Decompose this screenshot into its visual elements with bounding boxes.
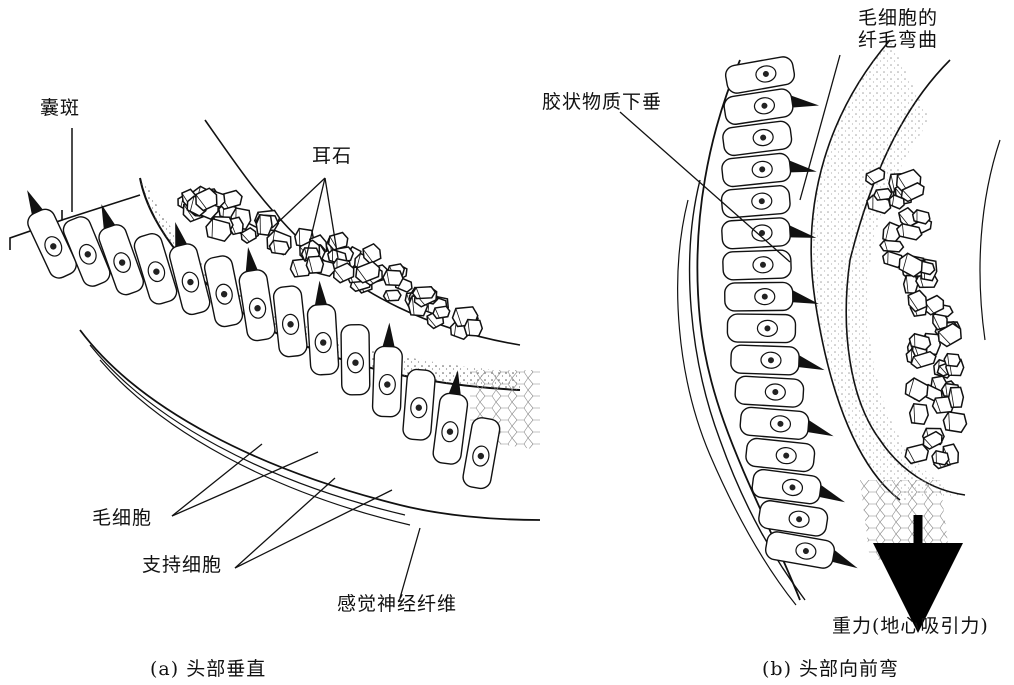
hair-bundle	[242, 246, 258, 272]
panel-a-head-upright	[10, 120, 540, 598]
otolith-crystal	[383, 270, 404, 285]
epithelial-cell	[725, 282, 819, 311]
caption-panel-b: (b) 头部向前弯	[762, 654, 899, 681]
label-otoliths: 耳石	[312, 146, 352, 168]
otolith-crystal	[942, 411, 968, 433]
epithelial-cell	[735, 376, 805, 408]
caption-panel-a: (a) 头部垂直	[150, 654, 266, 681]
epithelial-cell	[402, 369, 436, 441]
otolith-crystal	[948, 387, 963, 407]
otolith-crystal	[269, 240, 290, 255]
epithelial-cell	[462, 416, 502, 490]
label-gravity: 重力(地心吸引力)	[832, 616, 989, 638]
epithelial-cell	[739, 407, 835, 443]
otolith-crystal	[464, 319, 483, 336]
epithelial-cell	[724, 55, 796, 94]
epithelial-cell	[757, 499, 828, 537]
label-macula: 囊斑	[40, 98, 80, 120]
hair-bundle	[789, 158, 816, 175]
hair-bundle	[808, 420, 835, 436]
label-supporting-cells: 支持细胞	[142, 555, 222, 577]
epithelial-cell	[727, 314, 795, 343]
epithelial-cell	[721, 185, 791, 218]
otolith-crystal	[902, 376, 931, 403]
epithelial-cell	[731, 345, 826, 376]
label-gel-sag: 胶状物质下垂	[542, 92, 662, 114]
otolith-crystal	[880, 240, 904, 252]
hair-bundle	[819, 485, 847, 502]
epithelial-cell	[372, 322, 403, 417]
otolith-crystal	[944, 353, 961, 366]
hair-bundle	[791, 92, 819, 110]
label-cilia-bending-line1: 毛细胞的	[858, 8, 938, 30]
hair-bundle	[799, 355, 825, 370]
epithelial-cell	[722, 120, 793, 156]
epithelial-cell	[745, 438, 816, 473]
otolith-crystal	[432, 306, 450, 319]
epithelial-cell	[273, 285, 308, 358]
panel-b-head-tilted-forward	[620, 40, 1000, 605]
hair-bundle	[22, 188, 43, 215]
epithelial-cell	[764, 530, 861, 574]
otolith-crystal	[412, 287, 435, 299]
hair-bundle	[383, 322, 396, 346]
label-hair-cells: 毛细胞	[92, 508, 152, 530]
epithelial-cell	[341, 325, 370, 395]
hair-bundle	[313, 280, 326, 305]
otolith-crystal	[903, 275, 918, 293]
label-cilia-bending: 毛细胞的 纤毛弯曲	[858, 8, 938, 52]
label-cilia-bending-line2: 纤毛弯曲	[858, 30, 938, 52]
otolith-crystal	[306, 256, 324, 273]
otolith-crystal	[383, 290, 401, 301]
epithelial-cell	[203, 254, 244, 328]
epithelial-cell	[305, 280, 339, 376]
label-sensory-nerve-fibers: 感觉神经纤维	[337, 594, 457, 616]
hair-bundle	[832, 550, 860, 568]
epithelial-cell	[234, 245, 276, 342]
otolith-crystal	[909, 403, 930, 424]
